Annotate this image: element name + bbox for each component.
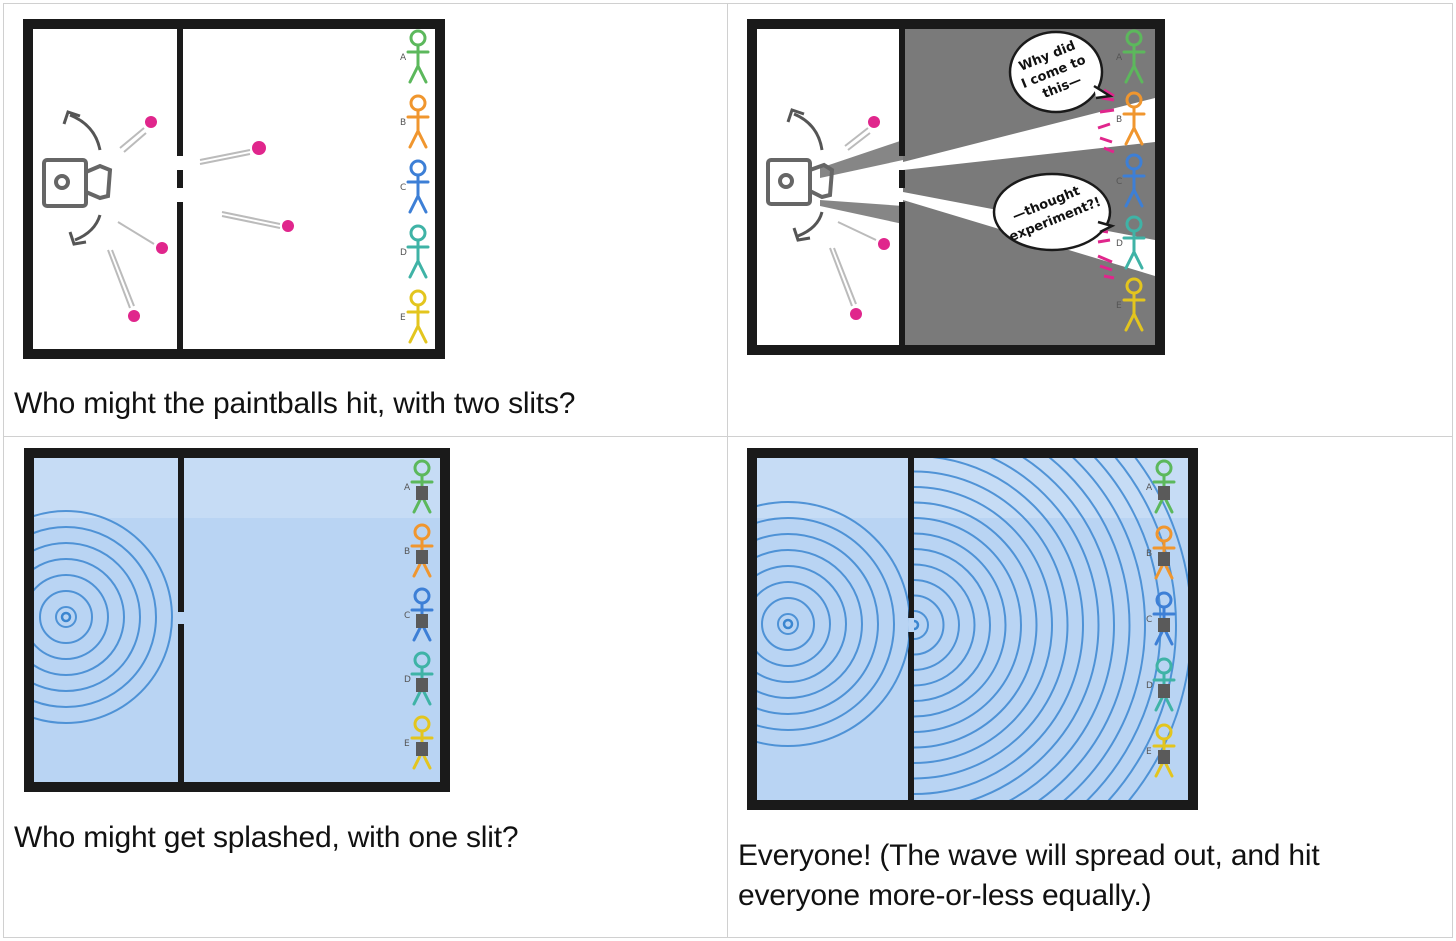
figure-label: E xyxy=(404,739,410,749)
stick-figure: E xyxy=(1116,277,1146,332)
panel-cell-4 xyxy=(727,436,1453,938)
figure-label: D xyxy=(404,675,411,685)
source-ripples xyxy=(34,510,173,724)
figure-label: C xyxy=(1146,615,1152,625)
ripple-ring xyxy=(757,501,909,747)
figure-label: A xyxy=(400,53,407,63)
ripple-center xyxy=(60,611,72,623)
ripple-ring xyxy=(914,458,1084,795)
figure-label: B xyxy=(1146,549,1152,559)
stick-figure: E xyxy=(404,715,434,770)
ripple-ring xyxy=(757,533,879,715)
figure-label: C xyxy=(404,611,410,621)
figure-label: C xyxy=(1116,177,1122,187)
stick-figure: C xyxy=(1146,591,1176,646)
stick-figure: D xyxy=(1146,657,1176,712)
ripple-ring xyxy=(1107,458,1177,800)
ripple-ring xyxy=(757,549,863,699)
ripple-ring xyxy=(1038,458,1131,800)
figure-label: E xyxy=(400,313,406,323)
stick-figure: E xyxy=(400,289,430,344)
ripple-ring xyxy=(1063,458,1146,800)
ripple-ring xyxy=(914,532,1007,718)
figure-label: B xyxy=(400,118,406,128)
ripple-ring xyxy=(34,510,173,724)
figure-label: E xyxy=(1146,747,1152,757)
ripple-ring xyxy=(55,606,77,628)
ripple-ring xyxy=(914,563,976,687)
ripple-ring xyxy=(757,565,847,683)
caption-panel-4: Everyone! (The wave will spread out, and… xyxy=(738,839,1320,912)
stick-figure: B xyxy=(1116,91,1146,146)
ripple-ring xyxy=(914,517,1022,733)
stick-figure: D xyxy=(1116,215,1146,270)
ripple-ring xyxy=(34,558,125,676)
ripple-center xyxy=(782,618,794,630)
paintballs xyxy=(850,116,890,320)
gun-shadow-beams xyxy=(820,140,903,224)
paint-splats xyxy=(1095,88,1115,280)
ripple-ring xyxy=(761,597,815,651)
panel-1-frame xyxy=(23,19,445,359)
paintball-gun-icon xyxy=(42,158,113,208)
ripple-ring xyxy=(757,517,895,731)
aim-arrows xyxy=(786,108,824,242)
ripple-ring xyxy=(777,613,799,635)
ripple-ring xyxy=(914,470,1069,780)
panel-3-drawing: A B C D E xyxy=(24,448,450,792)
ripple-ring xyxy=(914,501,1038,749)
ripple-ring xyxy=(34,526,157,708)
stick-figure: C xyxy=(1116,153,1146,208)
ripple-ring xyxy=(914,610,929,640)
stick-figure: E xyxy=(1146,723,1176,778)
stick-figure: A xyxy=(404,459,434,514)
ripple-ring xyxy=(34,574,109,660)
speech-bubble-bottom: —thought experiment?! xyxy=(992,172,1116,252)
aim-arrows xyxy=(62,110,102,246)
ripple-ring xyxy=(914,579,960,671)
ripple-ring xyxy=(757,581,831,667)
figure-label: C xyxy=(400,183,406,193)
stick-figure: B xyxy=(404,523,434,578)
stick-figure: C xyxy=(400,159,430,214)
panel-2-drawing: Why did I come to this— —thought experim… xyxy=(747,19,1165,355)
ripple-ring xyxy=(1008,458,1115,800)
ripple-ring xyxy=(914,548,991,702)
ripple-center xyxy=(914,619,920,631)
caption-panel-3: Who might get splashed, with one slit? xyxy=(14,821,519,854)
stick-figure: A xyxy=(1146,459,1176,514)
speech-bubble-top: Why did I come to this— xyxy=(1008,30,1114,114)
figure-label: D xyxy=(1116,239,1123,249)
figure-label: A xyxy=(1146,483,1153,493)
stick-figure: A xyxy=(400,29,430,84)
figure-label: B xyxy=(404,547,410,557)
figure-label: D xyxy=(400,248,407,258)
source-ripples xyxy=(757,501,909,747)
figure-label: E xyxy=(1116,301,1122,311)
caption-panel-1: Who might the paintballs hit, with two s… xyxy=(14,387,576,420)
stick-figure: B xyxy=(400,94,430,149)
panel-4-drawing: A B C D E xyxy=(747,448,1198,810)
ripple-ring xyxy=(969,458,1100,800)
stick-figure: B xyxy=(1146,525,1176,580)
figure-label: D xyxy=(1146,681,1153,691)
ripple-ring xyxy=(914,486,1053,764)
ripple-ring xyxy=(34,542,141,692)
figure-label: A xyxy=(404,483,411,493)
motion-streaks xyxy=(829,127,877,307)
figure-label: B xyxy=(1116,115,1122,125)
paintballs xyxy=(128,116,294,322)
panel-1-drawing: A B C D E xyxy=(23,19,445,359)
stick-figure: D xyxy=(400,224,430,279)
paintball-gun-icon xyxy=(766,158,835,206)
stick-figure: D xyxy=(404,651,434,706)
stick-figure: C xyxy=(404,587,434,642)
ripple-ring xyxy=(39,590,93,644)
stick-figure: A xyxy=(1116,29,1146,84)
figure-label: A xyxy=(1116,53,1123,63)
ripple-ring xyxy=(914,594,945,656)
motion-streaks xyxy=(107,127,281,309)
